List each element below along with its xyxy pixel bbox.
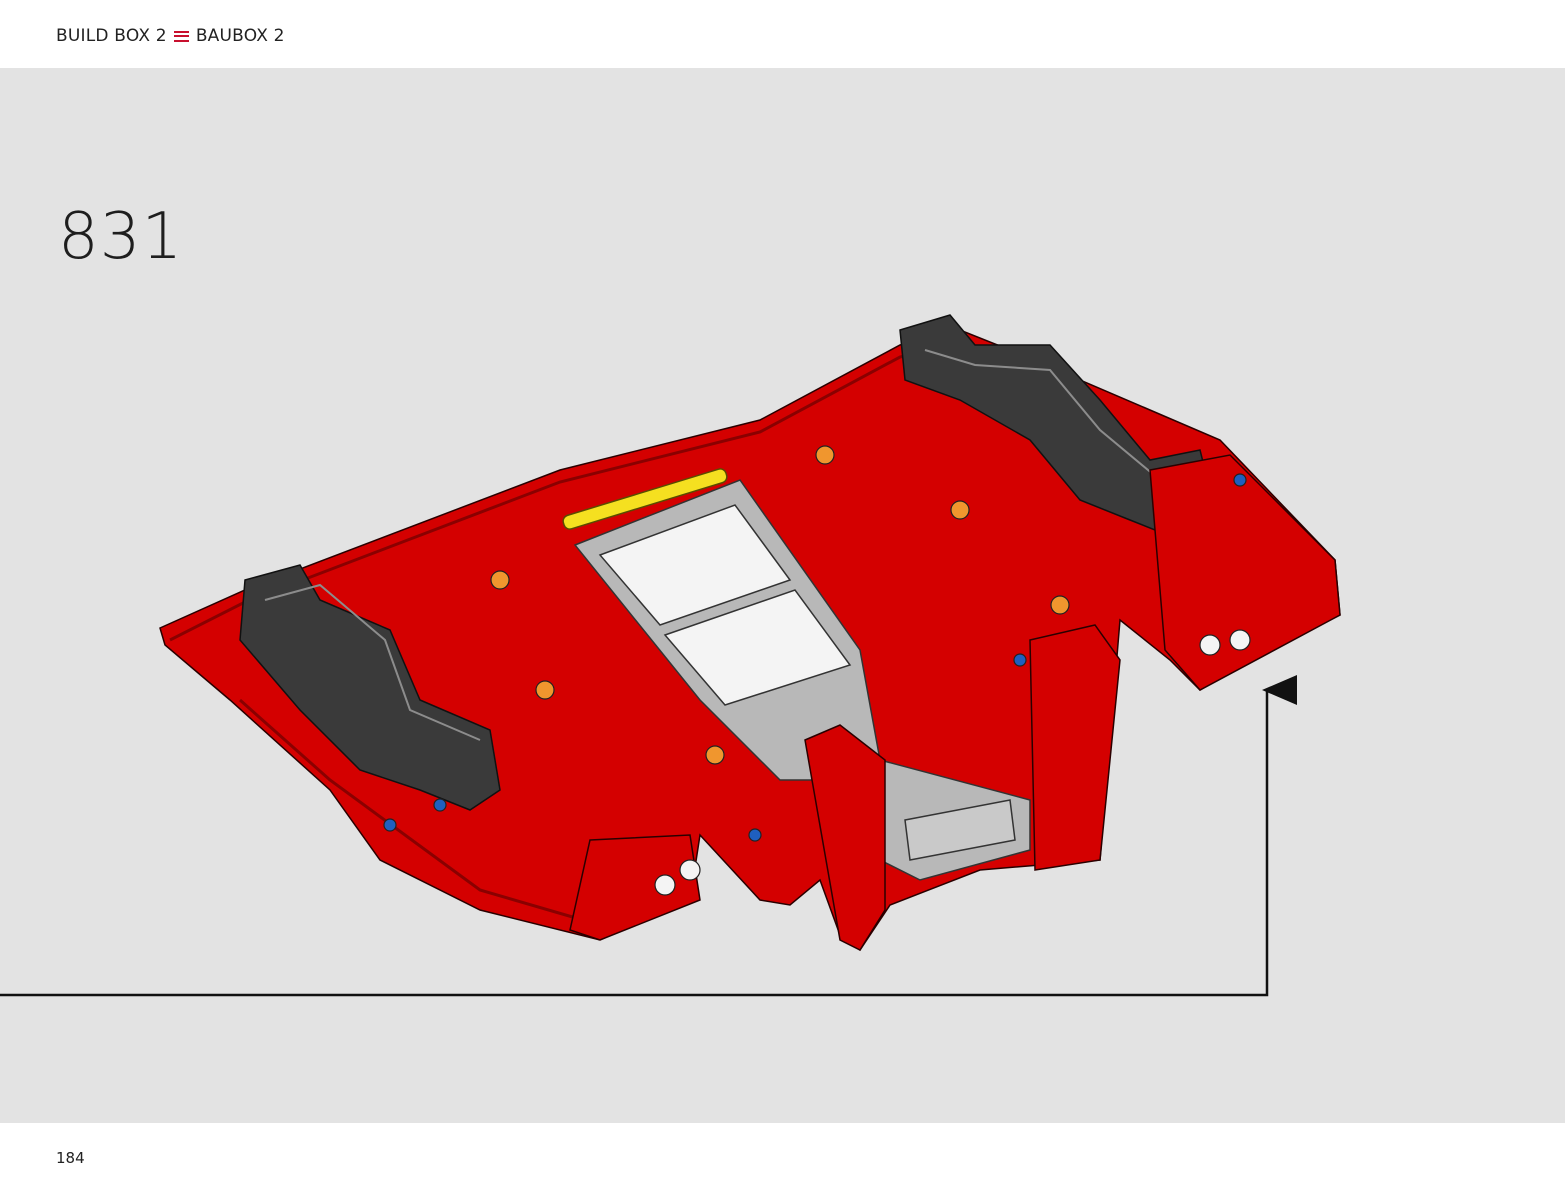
red-vertical-beams [569,454,1341,951]
left-dark-arm [239,564,501,811]
yellow-axle [562,468,728,530]
step-number: 831 [58,200,184,274]
pointer-arrow [0,675,1297,997]
header-title: BUILD BOX 2 BAUBOX 2 [56,26,285,46]
triple-line-icon [173,30,189,42]
center-gray-frame [573,479,1031,881]
page-footer [0,1123,1565,1191]
page-header: BUILD BOX 2 BAUBOX 2 [0,0,1565,68]
header-label-en: BUILD BOX 2 [56,26,167,46]
header-label-de: BAUBOX 2 [195,26,285,46]
connector-pins [383,445,1251,896]
page-number: 184 [56,1149,85,1167]
